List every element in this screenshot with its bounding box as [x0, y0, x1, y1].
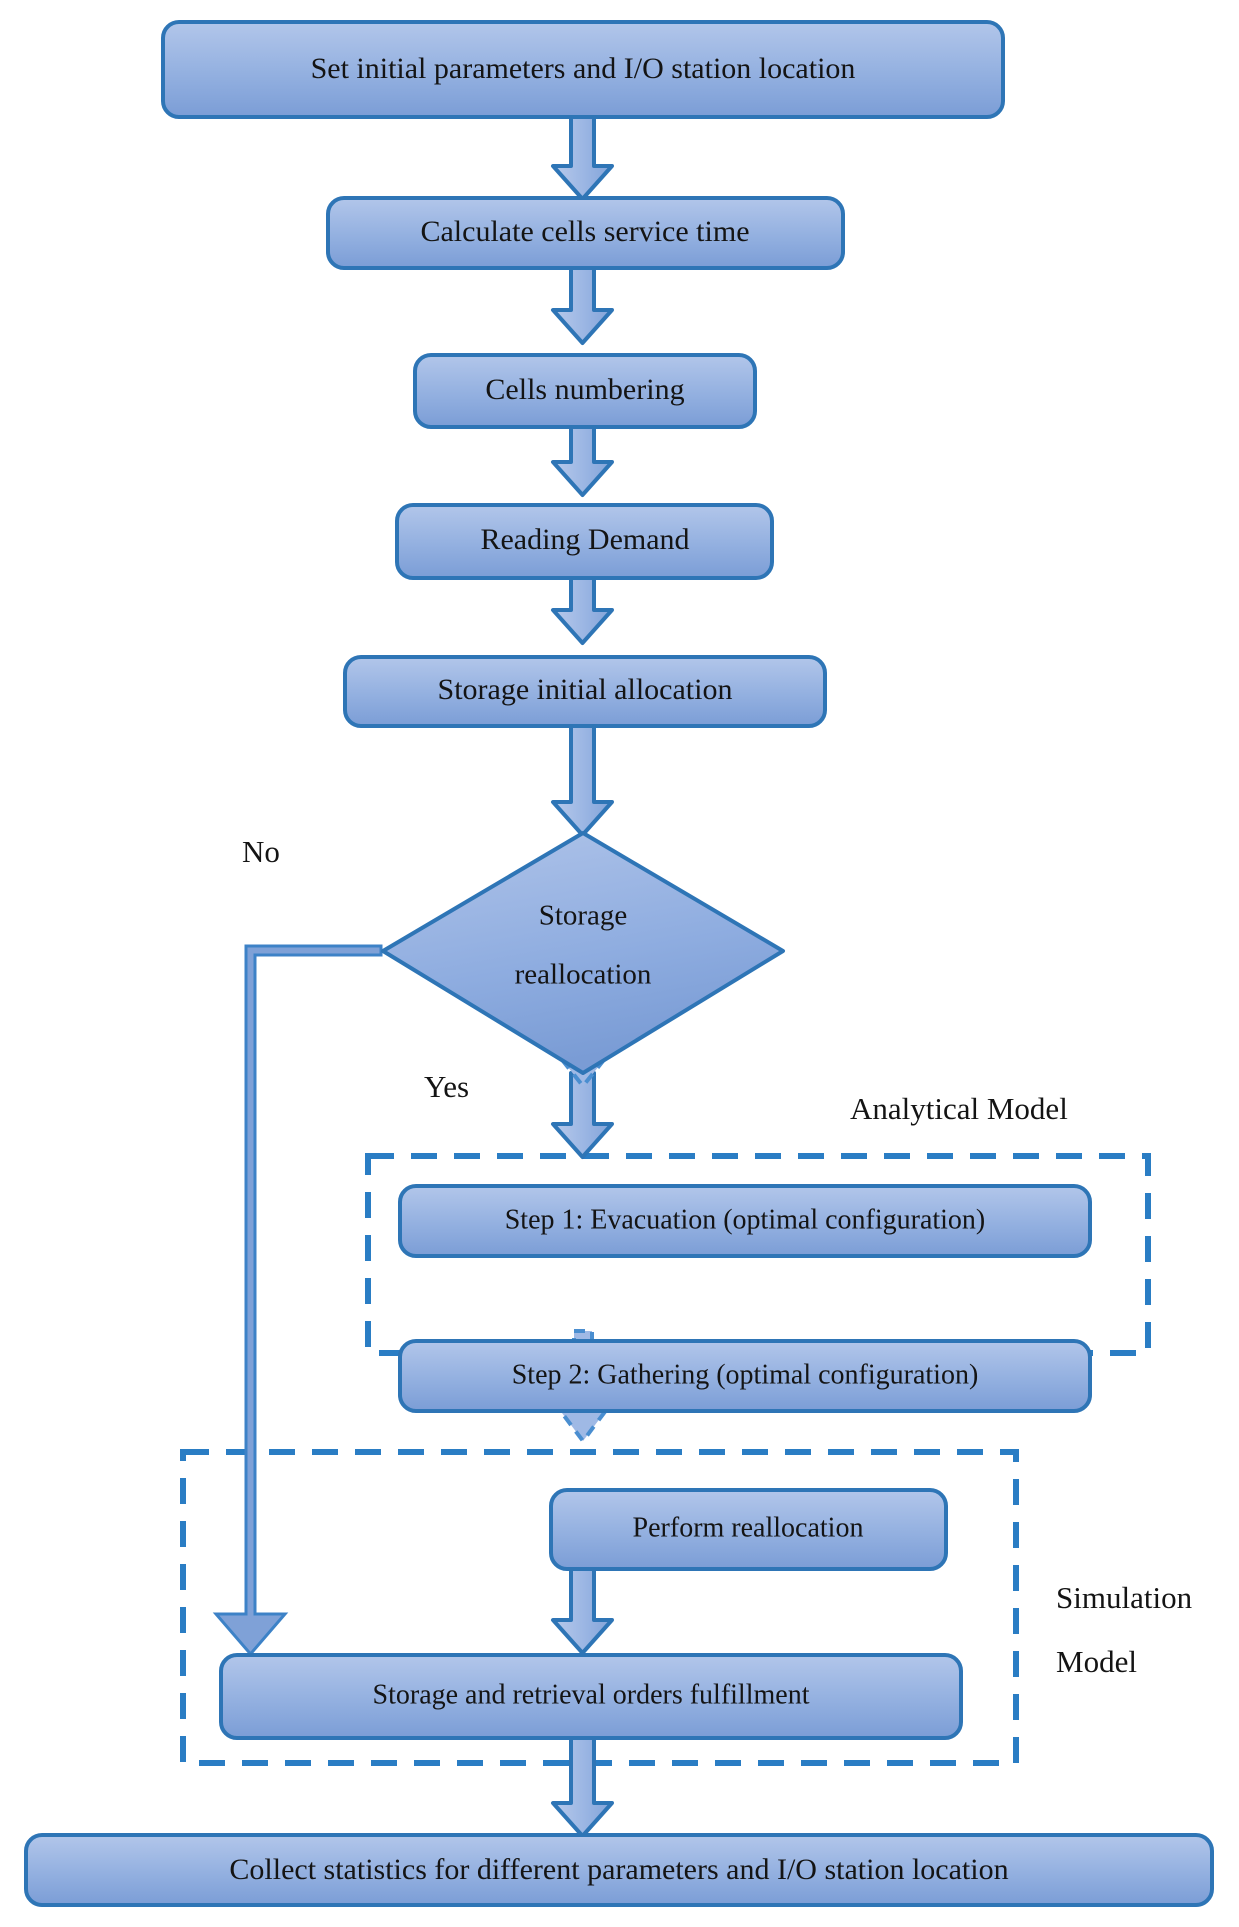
node-storage-retrieval-fulfillment-shape[interactable]	[219, 1653, 963, 1740]
node-set-initial-parameters-label: Set initial parameters and I/O station l…	[311, 52, 856, 85]
group-label-analytical-model: Analytical Model	[850, 1091, 1068, 1126]
node-step2-gathering[interactable]: Step 2: Gathering (optimal configuration…	[398, 1339, 1092, 1413]
node-set-initial-parameters[interactable]: Set initial parameters and I/O station l…	[161, 20, 1005, 119]
edge-arrow-storage-initial-to-decision	[551, 724, 614, 837]
node-step2-gathering-label: Step 2: Gathering (optimal configuration…	[512, 1359, 979, 1390]
edge-arrow-set-params-to-calculate	[551, 115, 614, 201]
edge-arrow-decision-yes-to-step1	[551, 1071, 614, 1159]
node-step2-gathering-shape[interactable]	[398, 1339, 1092, 1413]
node-collect-statistics-label: Collect statistics for different paramet…	[229, 1853, 1008, 1886]
node-decision-label-line2: reallocation	[515, 959, 652, 991]
branch-label-yes: Yes	[424, 1069, 469, 1104]
group-box-simulation-model	[180, 1449, 1019, 1766]
node-calculate-cells-service-time-label: Calculate cells service time	[420, 215, 749, 248]
node-storage-initial-allocation[interactable]: Storage initial allocation	[343, 655, 827, 728]
node-collect-statistics[interactable]: Collect statistics for different paramet…	[24, 1833, 1214, 1907]
branch-label-no: No	[242, 834, 280, 869]
node-decision-label-line1: Storage	[539, 900, 628, 932]
node-decision-storage-reallocation[interactable]: Storage reallocation	[381, 831, 785, 1075]
node-collect-statistics-shape[interactable]	[24, 1833, 1214, 1907]
node-cells-numbering[interactable]: Cells numbering	[413, 353, 757, 429]
edge-arrow-perform-reallocation-to-fulfillment	[551, 1567, 614, 1655]
node-perform-reallocation-shape[interactable]	[549, 1488, 948, 1571]
group-label-simulation-model-line1: Simulation	[1056, 1580, 1193, 1615]
node-calculate-cells-service-time-shape[interactable]	[326, 196, 845, 270]
node-calculate-cells-service-time[interactable]: Calculate cells service time	[326, 196, 845, 270]
node-step1-evacuation[interactable]: Step 1: Evacuation (optimal configuratio…	[398, 1184, 1092, 1258]
node-storage-initial-allocation-shape[interactable]	[343, 655, 827, 728]
edge-arrow-reading-demand-to-storage-initial	[551, 576, 614, 645]
node-storage-initial-allocation-label: Storage initial allocation	[438, 673, 733, 706]
group-label-simulation-model-line2: Model	[1056, 1644, 1137, 1679]
node-reading-demand-label: Reading Demand	[480, 523, 689, 556]
node-decision-storage-reallocation-shape[interactable]	[381, 831, 785, 1075]
node-step1-evacuation-label: Step 1: Evacuation (optimal configuratio…	[505, 1204, 986, 1235]
node-step1-evacuation-shape[interactable]	[398, 1184, 1092, 1258]
node-set-initial-parameters-shape[interactable]	[161, 20, 1005, 119]
node-storage-retrieval-fulfillment-label: Storage and retrieval orders fulfillment	[373, 1679, 810, 1710]
node-reading-demand-shape[interactable]	[395, 503, 774, 580]
node-cells-numbering-shape[interactable]	[413, 353, 757, 429]
node-storage-retrieval-fulfillment[interactable]: Storage and retrieval orders fulfillment	[219, 1653, 963, 1740]
edge-arrow-cells-numbering-to-reading-demand	[551, 425, 614, 497]
edge-arrow-calculate-to-cells-numbering	[551, 266, 614, 345]
node-reading-demand[interactable]: Reading Demand	[395, 503, 774, 580]
node-perform-reallocation-label: Perform reallocation	[633, 1512, 864, 1543]
edge-arrow-decision-no-elbow	[212, 944, 383, 1657]
group-box-analytical-model	[365, 1153, 1151, 1356]
node-cells-numbering-label: Cells numbering	[485, 373, 684, 406]
edge-arrow-fulfillment-to-collect-statistics	[551, 1736, 614, 1838]
node-perform-reallocation[interactable]: Perform reallocation	[549, 1488, 948, 1571]
